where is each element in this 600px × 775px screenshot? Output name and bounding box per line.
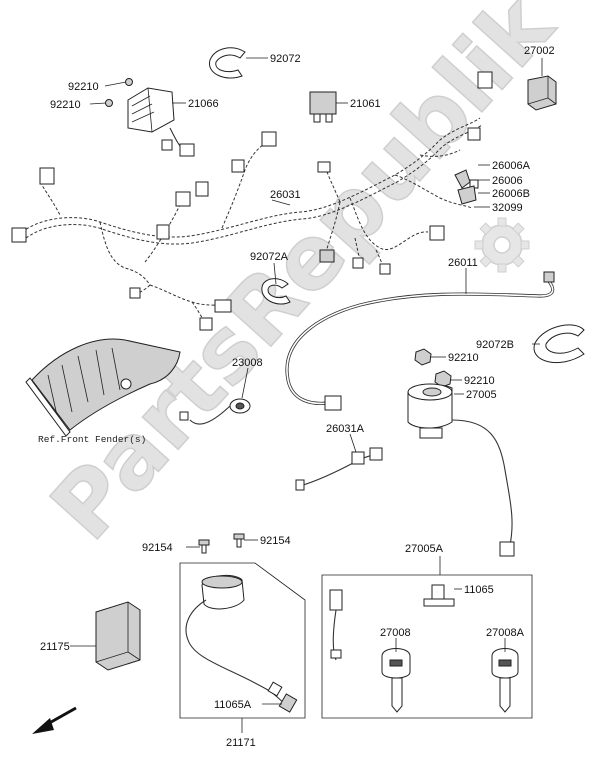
part-labels: 92072 27002 92210 92210 21066 21061 2600… <box>38 45 555 749</box>
part-label-26006: 26006 <box>492 175 523 187</box>
part-label-21061: 21061 <box>350 98 381 110</box>
part-label-26031A: 26031A <box>326 423 365 435</box>
harness-connector <box>175 191 191 207</box>
harness-connector <box>379 263 391 275</box>
part-label-27005: 27005 <box>466 389 497 401</box>
part-label-21171: 21171 <box>226 737 256 749</box>
part-label-21175: 21175 <box>40 641 70 653</box>
part-label-92210: 92210 <box>50 99 81 111</box>
part-label-32099: 32099 <box>492 202 523 214</box>
harness-connector <box>261 131 277 147</box>
harness-connector <box>11 227 27 243</box>
cdi-unit-21175 <box>95 601 141 671</box>
part-label-92210: 92210 <box>448 352 479 364</box>
harness-connector <box>129 287 141 299</box>
part-label-92154: 92154 <box>260 535 291 547</box>
sub-harness-26031A <box>295 447 383 491</box>
part-label-26011: 26011 <box>448 257 478 269</box>
reference-note: Ref.Front Fender(s) <box>38 434 146 445</box>
key-27008A <box>491 648 519 713</box>
harness-connector <box>214 299 232 313</box>
part-label-92210: 92210 <box>464 375 495 387</box>
harness-connector <box>156 224 170 240</box>
part-label-92072A: 92072A <box>250 251 289 263</box>
part-label-27005A: 27005A <box>405 543 444 555</box>
arrow-down-left-icon <box>32 706 77 734</box>
part-label-11065: 11065 <box>464 584 494 596</box>
part-label-26006A: 26006A <box>492 160 531 172</box>
key-27008 <box>381 648 411 713</box>
part-label-92154: 92154 <box>142 542 173 554</box>
part-label-92072: 92072 <box>270 53 301 65</box>
front-fender <box>25 338 181 437</box>
part-label-27008A: 27008A <box>486 627 525 639</box>
harness-connector <box>429 225 445 241</box>
ignition-coil-21171 <box>185 574 298 713</box>
bolt-92210 <box>125 78 133 86</box>
bolt-92154 <box>233 533 245 548</box>
part-label-27002: 27002 <box>524 45 555 57</box>
cable-26011 <box>285 271 555 411</box>
part-label-23008: 23008 <box>232 357 263 369</box>
bolt-92210 <box>105 99 113 107</box>
harness-connector <box>39 167 55 185</box>
band-92072B <box>533 324 585 364</box>
leader-lines <box>70 57 543 733</box>
main-wiring-harness <box>11 71 493 331</box>
part-label-11065A: 11065A <box>214 699 252 711</box>
part-label-26006B: 26006B <box>492 188 530 200</box>
part-label-21066: 21066 <box>188 98 219 110</box>
harness-connector <box>477 71 493 89</box>
nut-92210 <box>414 348 432 366</box>
harness-connector <box>319 249 335 263</box>
part-label-92210: 92210 <box>68 81 99 93</box>
key-cylinder <box>329 589 343 661</box>
ignition-coil-box <box>179 562 306 719</box>
nut-92210 <box>434 370 452 388</box>
harness-connector <box>467 127 481 141</box>
harness-connector <box>231 159 245 173</box>
part-label-27008: 27008 <box>380 627 411 639</box>
key-set-box <box>321 574 533 719</box>
harness-connector <box>317 161 331 173</box>
bolt-92154 <box>198 539 210 554</box>
relay-21061 <box>309 91 337 123</box>
ignition-switch-27005 <box>407 383 515 557</box>
gear-icon <box>474 217 530 273</box>
harness-connector <box>199 317 213 331</box>
band-92072 <box>209 47 246 79</box>
harness-connector <box>195 181 209 197</box>
socket-23008 <box>179 398 251 425</box>
part-label-26031: 26031 <box>270 189 301 201</box>
switch-group-26006 <box>454 169 479 205</box>
regulator-21066 <box>127 87 195 157</box>
band-92072A <box>261 278 291 305</box>
cap-11065 <box>423 584 455 607</box>
relay-27002 <box>527 75 557 111</box>
harness-connector <box>352 257 364 269</box>
part-label-92072B: 92072B <box>476 339 514 351</box>
